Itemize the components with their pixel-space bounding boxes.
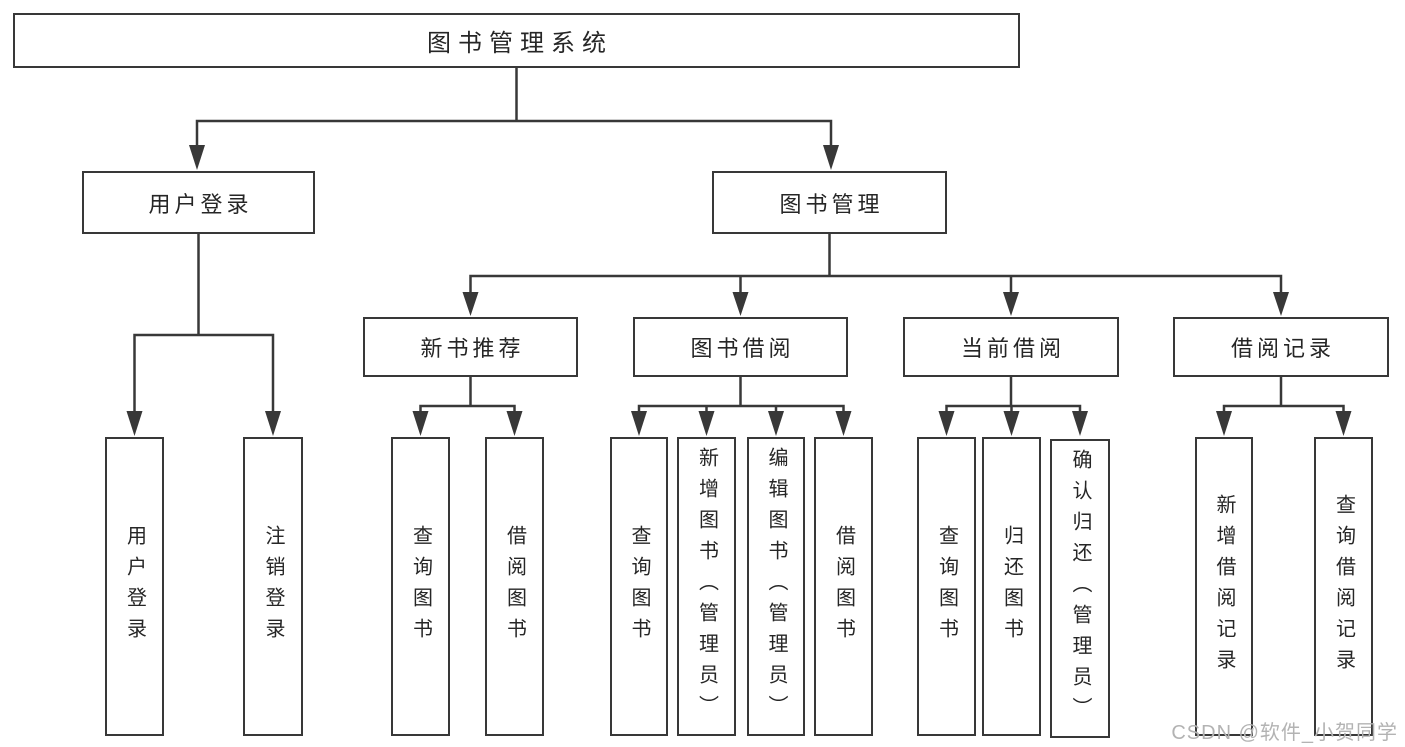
- node-logout: 注销登录: [243, 437, 303, 736]
- node-add-borrow-record: 新增借阅记录: [1195, 437, 1253, 736]
- node-current-borrowing: 当前借阅: [903, 317, 1119, 377]
- node-add-book-admin: 新增图书（管理员）: [677, 437, 736, 736]
- node-borrow-records: 借阅记录: [1173, 317, 1389, 377]
- node-book-management: 图书管理: [712, 171, 947, 234]
- node-book-management-system: 图书管理系统: [13, 13, 1020, 68]
- node-query-borrow-record: 查询借阅记录: [1314, 437, 1373, 736]
- node-user-login-action: 用户登录: [105, 437, 164, 736]
- node-borrow-books-2: 借阅图书: [814, 437, 873, 736]
- node-new-book-recommend: 新书推荐: [363, 317, 578, 377]
- node-book-borrowing: 图书借阅: [633, 317, 848, 377]
- node-query-books-3: 查询图书: [917, 437, 976, 736]
- node-return-books: 归还图书: [982, 437, 1041, 736]
- watermark: CSDN @软件_小贺同学: [1171, 722, 1398, 744]
- node-user-login: 用户登录: [82, 171, 315, 234]
- node-query-books-2: 查询图书: [610, 437, 668, 736]
- node-confirm-return-admin: 确认归还（管理员）: [1050, 439, 1110, 738]
- node-edit-book-admin: 编辑图书（管理员）: [747, 437, 805, 736]
- node-query-books-1: 查询图书: [391, 437, 450, 736]
- node-borrow-books-1: 借阅图书: [485, 437, 544, 736]
